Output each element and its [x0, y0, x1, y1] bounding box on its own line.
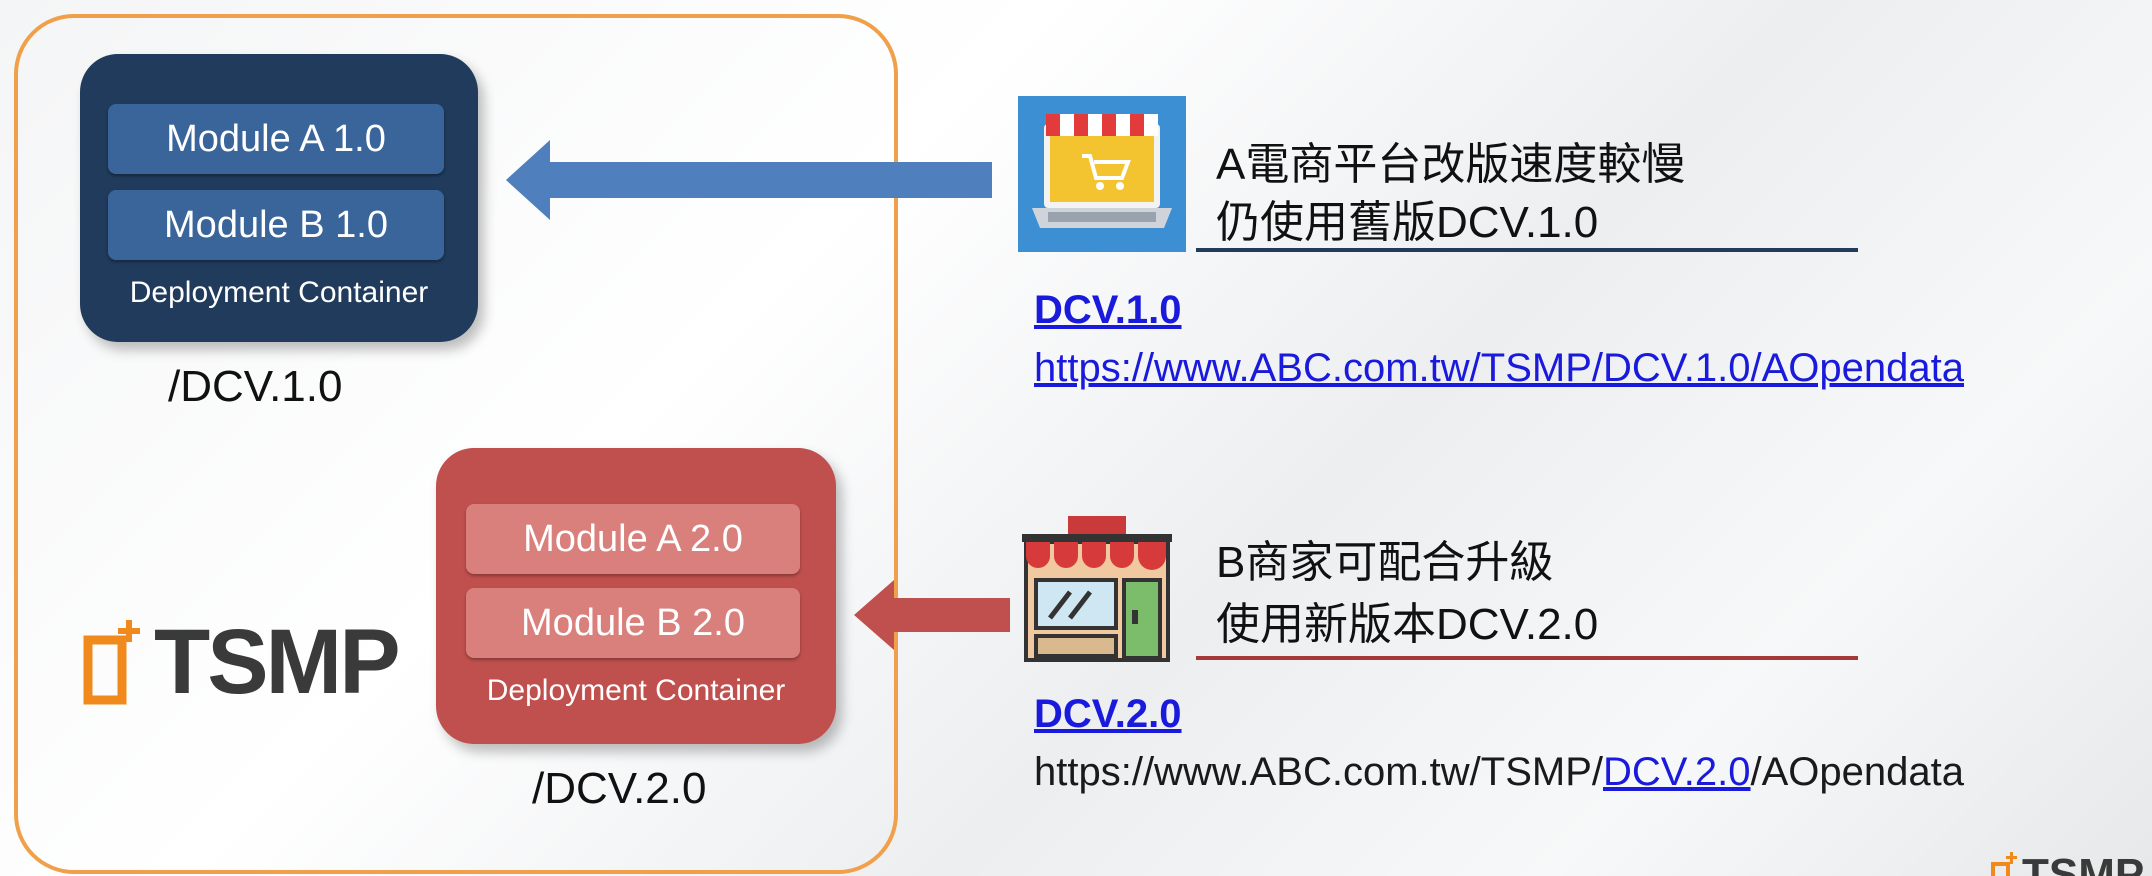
arrow-to-v1 [506, 140, 992, 220]
corner-tsmp-logo-mark-icon [1991, 852, 2017, 876]
module-b-v1: Module B 1.0 [108, 190, 444, 260]
module-a-v1: Module A 1.0 [108, 104, 444, 174]
system-frame [14, 14, 898, 874]
storefront-icon [1018, 512, 1176, 662]
tsmp-logo-text: TSMP [154, 611, 401, 713]
client-a-underline [1196, 248, 1858, 252]
client-b-line2: 使用新版本DCV.2.0 [1216, 600, 1599, 649]
client-b-url-suffix: /AOpendata [1750, 750, 1965, 794]
client-b-line1: B商家可配合升級 [1216, 538, 1554, 587]
client-b-underline [1196, 656, 1858, 660]
module-a-v2: Module A 2.0 [466, 504, 800, 574]
client-a-url-link[interactable]: https://www.ABC.com.tw/TSMP/DCV.1.0/AOpe… [1034, 346, 1964, 390]
online-shop-laptop-icon [1018, 96, 1186, 252]
path-label-v2: /DCV.2.0 [532, 764, 707, 813]
module-b-v2: Module B 2.0 [466, 588, 800, 658]
container-label-v2: Deployment Container [486, 674, 786, 707]
tsmp-logo-mark-icon [83, 620, 140, 705]
client-a-link-title[interactable]: DCV.1.0 [1034, 288, 1182, 332]
client-a-line1: A電商平台改版速度較慢 [1216, 140, 1686, 189]
deployment-container-v2: Module A 2.0 Module B 2.0 Deployment Con… [436, 448, 836, 744]
deployment-container-v1: Module A 1.0 Module B 1.0 Deployment Con… [80, 54, 478, 342]
corner-tsmp-logo-text: TSMP [2022, 852, 2144, 876]
corner-tsmp-logo: TSMP [1990, 852, 2152, 876]
client-a-url[interactable]: https://www.ABC.com.tw/TSMP/DCV.1.0/AOpe… [1034, 346, 1964, 391]
client-b-url-version-link[interactable]: DCV.2.0 [1603, 750, 1751, 794]
arrow-to-v2 [854, 580, 1010, 650]
client-b-link-title[interactable]: DCV.2.0 [1034, 692, 1182, 736]
client-a-line2: 仍使用舊版DCV.1.0 [1216, 198, 1599, 247]
path-label-v1: /DCV.1.0 [168, 362, 343, 411]
container-label-v1: Deployment Container [129, 276, 429, 309]
client-b-url-prefix: https://www.ABC.com.tw/TSMP/ [1034, 750, 1604, 794]
client-b-url: https://www.ABC.com.tw/TSMP/DCV.2.0/AOpe… [1034, 750, 1964, 795]
